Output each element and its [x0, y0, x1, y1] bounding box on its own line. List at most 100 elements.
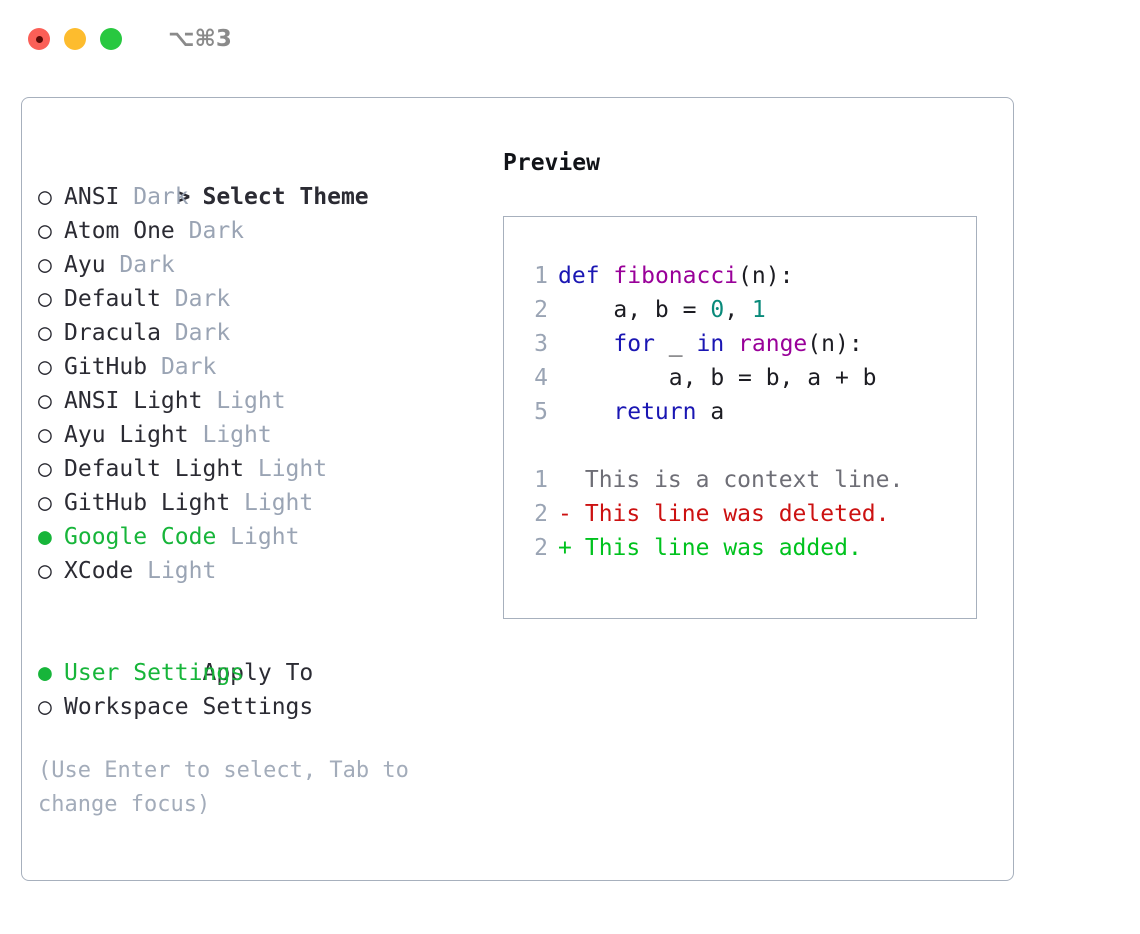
- code-line: 4 a, b = b, a + b: [504, 361, 976, 395]
- theme-option-github[interactable]: ○GitHub Dark: [38, 350, 508, 384]
- code-token: return: [613, 399, 697, 425]
- apply-to-label: Apply To: [202, 660, 314, 686]
- theme-option-name: Ayu Light: [64, 422, 189, 448]
- code-token: n: [751, 263, 766, 289]
- radio-unselected-icon: ○: [38, 218, 52, 244]
- line-number: 2: [534, 535, 548, 561]
- theme-variant-badge: Light: [216, 524, 300, 550]
- radio-unselected-icon: ○: [38, 286, 52, 312]
- code-token: a, b = b, a + b: [558, 365, 877, 391]
- theme-option-name: GitHub Light: [64, 490, 231, 516]
- radio-unselected-icon: ○: [38, 320, 52, 346]
- theme-option-ayu[interactable]: ○Ayu Dark: [38, 248, 508, 282]
- diff-sign: +: [558, 535, 572, 561]
- radio-unselected-icon: ○: [38, 354, 52, 380]
- close-window-icon[interactable]: [28, 28, 50, 50]
- theme-variant-badge: Light: [202, 388, 286, 414]
- diff-sign: -: [558, 501, 572, 527]
- code-token: a, b =: [558, 297, 711, 323]
- line-number: 5: [534, 399, 548, 425]
- apply-to-heading: ○Apply To: [38, 622, 508, 686]
- code-token: ):: [765, 263, 794, 289]
- diff-text: This line was added.: [571, 535, 862, 561]
- apply-to-option-name: Workspace Settings: [64, 694, 314, 720]
- radio-selected-icon: ●: [38, 524, 52, 550]
- theme-variant-badge: Dark: [119, 184, 189, 210]
- theme-option-xcode[interactable]: ○ XCode Light: [38, 554, 508, 588]
- code-line: 2 a, b = 0, 1: [504, 293, 976, 327]
- code-line: 3 for _ in range(n):: [504, 327, 976, 361]
- radio-unselected-icon: ○: [38, 252, 52, 278]
- code-token: range: [738, 331, 808, 357]
- code-token: in: [696, 331, 725, 357]
- prompt-caret-icon: >: [176, 184, 191, 210]
- title-bar: ⌥⌘3: [0, 0, 1140, 78]
- theme-variant-badge: Light: [133, 558, 217, 584]
- diff-line-context: 1 This is a context line.: [504, 463, 976, 497]
- theme-variant-badge: Light: [244, 456, 328, 482]
- theme-variant-badge: Dark: [160, 320, 231, 346]
- theme-variant-badge: Light: [188, 422, 272, 448]
- theme-option-dracula[interactable]: ○ Dracula Dark: [38, 316, 508, 350]
- code-token: ,: [724, 297, 752, 323]
- theme-option-name: Dracula: [64, 320, 161, 346]
- line-number: 1: [534, 467, 548, 493]
- apply-to-option-name: User Settings: [64, 660, 245, 686]
- code-token: (: [738, 263, 752, 289]
- code-token: 1: [751, 297, 766, 323]
- theme-option-default-light[interactable]: ○Default Light Light: [38, 452, 508, 486]
- code-token: _: [654, 331, 697, 357]
- diff-line-deleted: 2- This line was deleted.: [504, 497, 976, 531]
- code-token: [558, 399, 613, 425]
- diff-spacer: [504, 429, 976, 463]
- theme-option-default[interactable]: ○Default Dark: [38, 282, 508, 316]
- theme-option-name: Google Code: [64, 524, 217, 550]
- code-token: [724, 331, 738, 357]
- radio-unselected-icon: ○: [38, 490, 52, 516]
- theme-option-name: Default: [64, 286, 161, 312]
- theme-picker-panel: >Select Theme ○ANSI Dark○Atom One Dark○A…: [21, 97, 1014, 881]
- theme-variant-badge: Dark: [174, 218, 245, 244]
- line-number: 1: [534, 263, 548, 289]
- radio-unselected-icon: ○: [38, 422, 52, 448]
- apply-to-option-workspace-settings[interactable]: ○ Workspace Settings: [38, 690, 508, 724]
- code-token: fibonacci: [613, 263, 739, 289]
- code-line: 5 return a: [504, 395, 976, 429]
- theme-variant-badge: Light: [230, 490, 314, 516]
- diff-sample: 1 This is a context line.2- This line wa…: [504, 463, 976, 565]
- radio-unselected-icon: ○: [38, 694, 52, 720]
- theme-option-ayu-light[interactable]: ○ Ayu Light Light: [38, 418, 508, 452]
- radio-unselected-icon: ○: [38, 558, 52, 584]
- code-token: [558, 331, 613, 357]
- theme-option-name: Default Light: [64, 456, 245, 482]
- minimize-window-icon[interactable]: [64, 28, 86, 50]
- code-token: ):: [835, 331, 863, 357]
- theme-option-name: XCode: [64, 558, 134, 584]
- diff-line-added: 2 + This line was added.: [504, 531, 976, 565]
- keyboard-hint-text: (Use Enter to select, Tab to change focu…: [38, 758, 423, 817]
- radio-selected-icon: ●: [38, 660, 52, 686]
- theme-option-ansi-light[interactable]: ○ANSI Light Light: [38, 384, 508, 418]
- maximize-window-icon[interactable]: [100, 28, 122, 50]
- theme-option-name: Atom One: [64, 218, 175, 244]
- code-token: 0: [710, 297, 725, 323]
- line-number: 3: [534, 331, 548, 357]
- theme-option-github-light[interactable]: ○ GitHub Light Light: [38, 486, 508, 520]
- traffic-light-controls: [28, 28, 122, 50]
- theme-option-google-code[interactable]: ● Google Code Light: [38, 520, 508, 554]
- apply-to-option-user-settings[interactable]: ● User Settings: [38, 656, 508, 690]
- theme-option-list: ○ANSI Dark○Atom One Dark○Ayu Dark○Defaul…: [38, 180, 508, 588]
- preview-title: Preview: [503, 150, 600, 176]
- theme-variant-badge: Dark: [147, 354, 217, 380]
- radio-unselected-icon: ○: [38, 184, 52, 210]
- code-token: n: [821, 331, 836, 357]
- section-spacer: [38, 588, 508, 622]
- select-theme-heading: >Select Theme: [38, 146, 508, 210]
- code-token: a: [696, 399, 725, 425]
- theme-option-ansi[interactable]: ○ANSI Dark: [38, 180, 508, 214]
- theme-option-atom-one[interactable]: ○ Atom One Dark: [38, 214, 508, 248]
- radio-unselected-icon: ○: [38, 388, 52, 414]
